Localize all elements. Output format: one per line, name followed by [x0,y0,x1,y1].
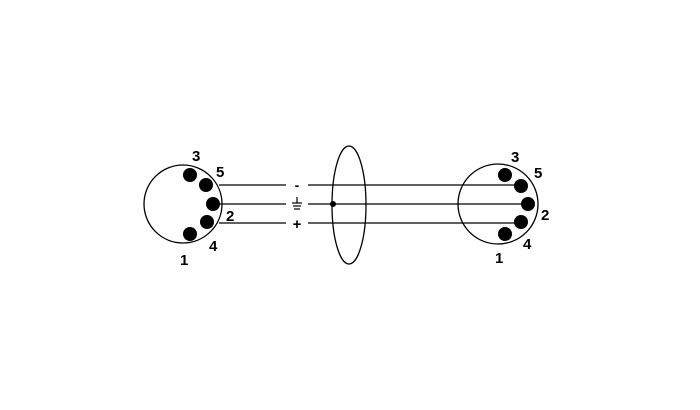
right-pin-4 [514,215,528,229]
right-connector-body [457,163,539,245]
wires [219,184,528,224]
cable-shield [331,145,367,265]
left-pin-label-1: 1 [180,252,188,269]
right-pin-1 [498,227,512,241]
right-pin-3 [498,168,512,182]
left-pin-label-3: 3 [192,148,200,165]
right-pin-label-4: 4 [523,236,532,253]
left-pin-3 [183,168,197,182]
ground-icon [292,197,302,210]
left-pin-label-5: 5 [216,164,224,181]
left-pin-2 [206,197,220,211]
minus-label: - [295,177,300,193]
left-pin-4 [200,215,214,229]
right-connector: 3 5 2 4 1 [457,149,549,267]
right-pin-label-5: 5 [534,165,542,182]
left-connector: 3 5 2 4 1 [143,148,234,269]
plus-label: + [293,216,302,233]
right-pin-label-2: 2 [541,207,549,224]
left-pin-label-4: 4 [209,238,218,255]
left-pin-label-2: 2 [226,208,234,225]
left-pin-5 [199,178,213,192]
right-pin-label-1: 1 [495,250,503,267]
left-pin-1 [183,227,197,241]
right-pin-label-3: 3 [511,149,519,166]
right-pin-5 [514,179,528,193]
shield-ground-junction [330,201,336,207]
right-pin-2 [521,197,535,211]
